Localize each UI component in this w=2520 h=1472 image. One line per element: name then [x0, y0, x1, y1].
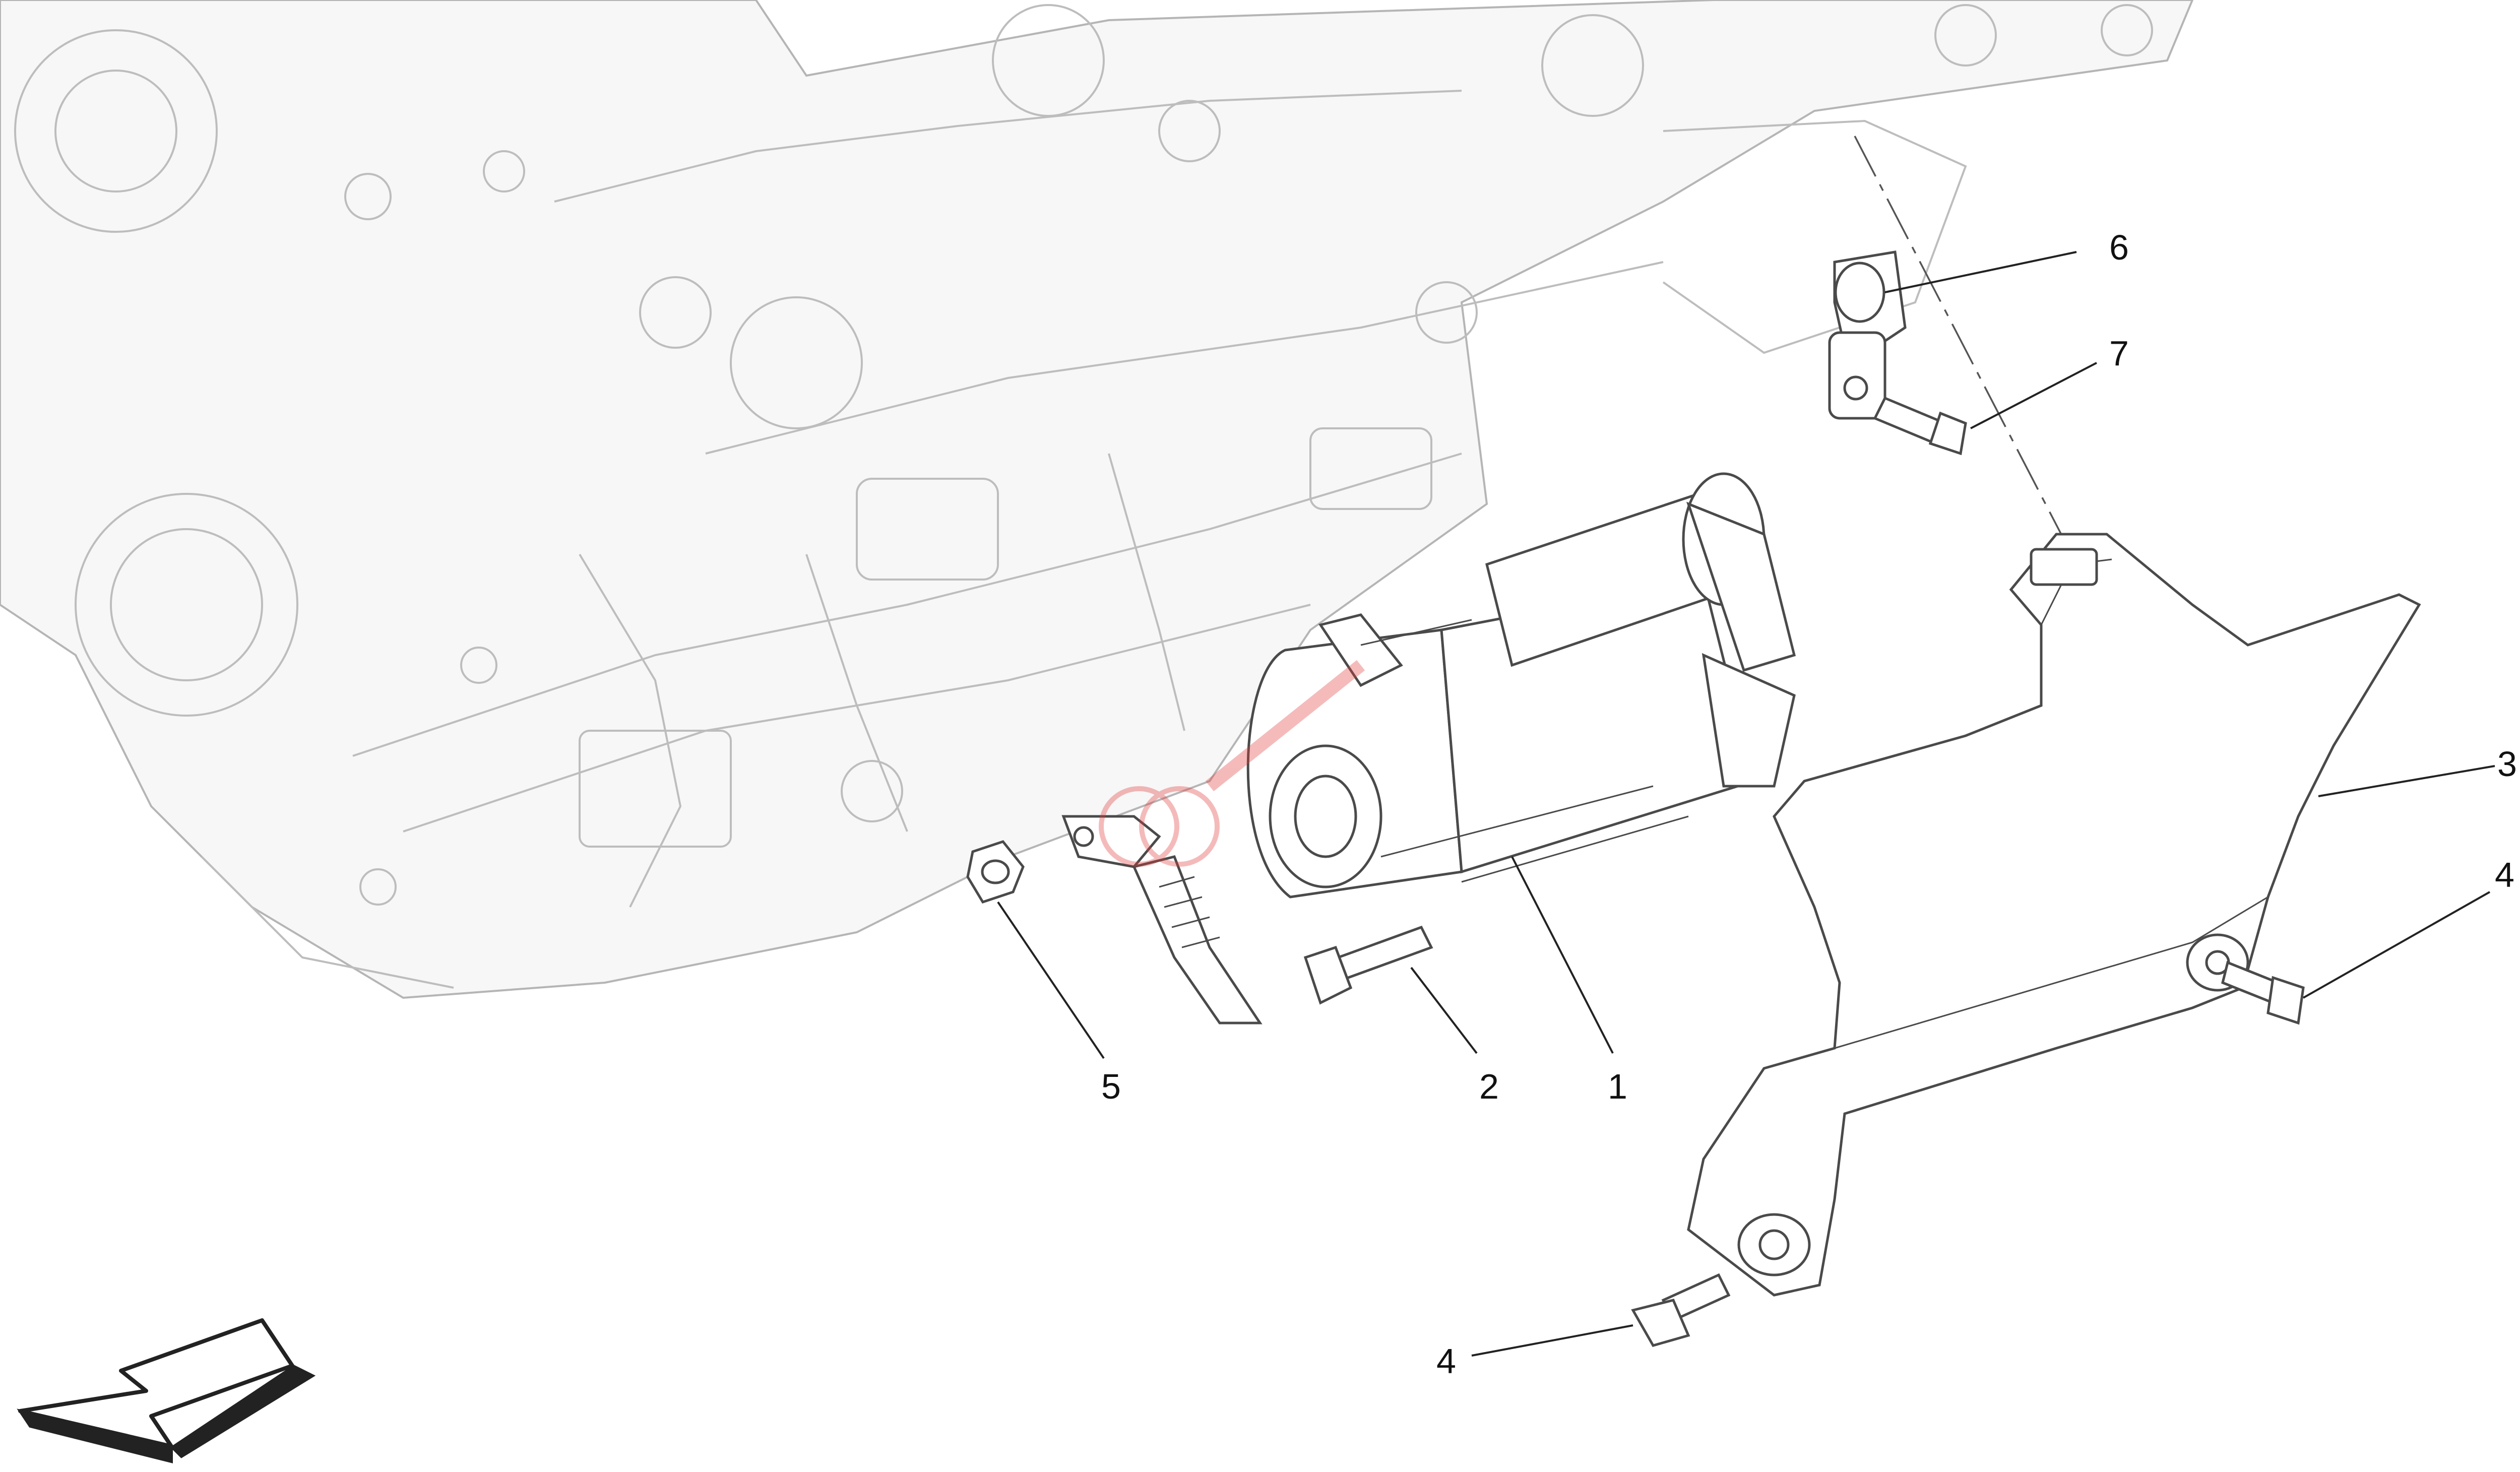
- leader-5: [997, 901, 1105, 1059]
- front-direction-arrow-icon: [17, 1318, 316, 1463]
- battery-cable: [1061, 815, 1263, 1025]
- callout-4b: 4: [2495, 855, 2514, 894]
- alignment-line: [1854, 136, 2067, 545]
- starter-motor: [1246, 472, 1796, 899]
- callout-7: 7: [2109, 334, 2129, 373]
- leader-2: [1410, 967, 1478, 1054]
- callout-3: 3: [2497, 744, 2517, 784]
- callout-labels: 1 2 3 4 4 5 6 7: [1101, 228, 2517, 1381]
- leader-6: [1884, 251, 2077, 293]
- watermark-logo: [1099, 660, 1365, 867]
- leader-1: [1511, 856, 1614, 1054]
- leader-3: [2318, 765, 2495, 797]
- starter-bolt: [1303, 925, 1433, 1005]
- bracket-bolt: [1873, 396, 1967, 456]
- shield-bolt-right: [2221, 961, 2305, 1025]
- heat-shield: [1687, 533, 2421, 1297]
- leader-7: [1970, 362, 2097, 429]
- callout-4a: 4: [1436, 1341, 1456, 1381]
- callout-6: 6: [2109, 228, 2129, 267]
- cable-nut: [966, 840, 1025, 904]
- leader-lines: [997, 251, 2495, 1357]
- callout-2: 2: [1479, 1067, 1499, 1106]
- callout-5: 5: [1101, 1067, 1121, 1106]
- engine-block: [0, 0, 2194, 999]
- clamp-bracket: [1828, 250, 1907, 420]
- shield-bolt-lower: [1631, 1273, 1731, 1347]
- leader-4a: [1471, 1324, 1633, 1357]
- leader-4b: [2303, 891, 2490, 999]
- callout-1: 1: [1608, 1067, 1627, 1106]
